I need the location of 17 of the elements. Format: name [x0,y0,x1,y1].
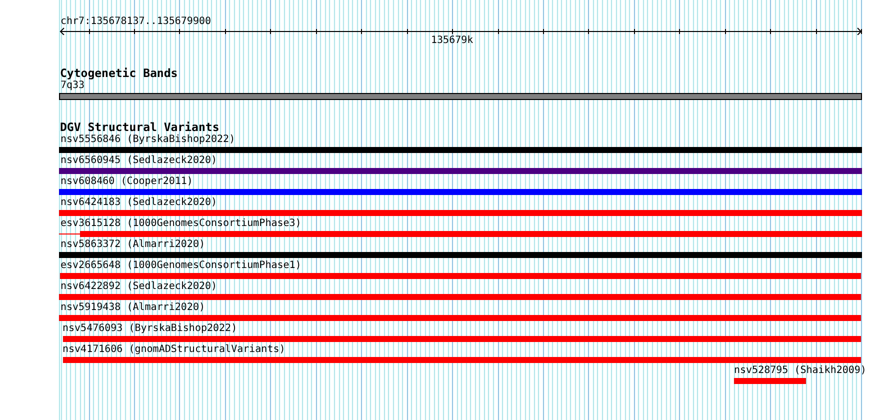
tick-label: 135679k [431,35,474,46]
location-label: chr7:135678137..135679900 [60,16,212,26]
track-title: Cytogenetic Bands [60,67,178,80]
variant-label: nsv5919438 (Almarri2020) [60,302,205,313]
variant-label: nsv5556846 (ByrskaBishop2022) [60,134,236,145]
variant-label: nsv6424183 (Sedlazeck2020) [60,197,218,208]
variant-label: nsv5476093 (ByrskaBishop2022) [62,323,238,334]
variant-label: nsv6422892 (Sedlazeck2020) [60,281,218,292]
variant-label: nsv528795 (Shaikh2009) [734,365,866,376]
variant-label: nsv608460 (Cooper2011) [60,176,193,187]
variant-label: esv3615128 (1000GenomesConsortiumPhase3) [60,218,302,229]
band-label: 7q33 [60,80,85,91]
variant-label: nsv5863372 (Almarri2020) [60,239,205,250]
variant-label: esv2665648 (1000GenomesConsortiumPhase1) [60,260,302,271]
track-title: DGV Structural Variants [60,121,220,134]
variant-label: nsv6560945 (Sedlazeck2020) [60,155,218,166]
variant-label: nsv4171606 (gnomADStructuralVariants) [62,344,286,355]
